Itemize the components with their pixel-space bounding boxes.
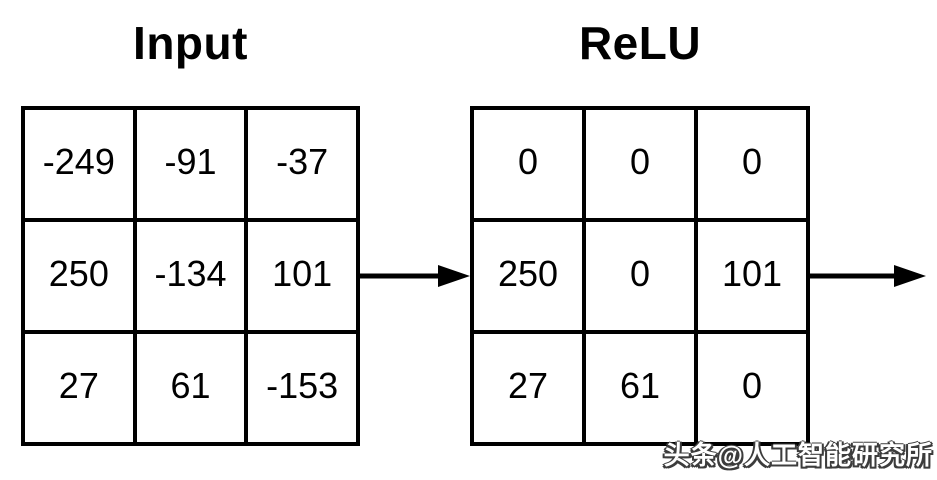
watermark: 头条@人工智能研究所 [663,440,933,470]
input-cell-2-0: 27 [23,332,135,444]
relu-cell-2-0: 27 [472,332,584,444]
input-cell-0-2: -37 [246,108,358,220]
relu-cell-2-1: 61 [584,332,696,444]
input-cell-1-2: 101 [246,220,358,332]
input-cell-0-1: -91 [134,108,247,220]
relu-cell-1-1: 0 [584,220,696,332]
arrow-right-icon [809,265,926,287]
relu-cell-2-2: 0 [696,332,808,444]
relu-cell-1-0: 250 [472,220,584,332]
relu-matrix-title: ReLU [578,17,702,69]
input-matrix-title: Input [133,17,248,69]
relu-cell-0-1: 0 [584,108,696,220]
input-cell-0-0: -249 [23,108,135,220]
input-cell-1-1: -134 [134,220,247,332]
relu-matrix: 0 0 0 250 0 101 27 61 0 [470,106,810,446]
input-cell-2-2: -153 [246,332,358,444]
input-cell-2-1: 61 [134,332,247,444]
input-cell-1-0: 250 [23,220,135,332]
relu-cell-0-2: 0 [696,108,808,220]
relu-cell-0-0: 0 [472,108,584,220]
input-matrix: -249 -91 -37 250 -134 101 27 61 -153 [21,106,360,446]
relu-cell-1-2: 101 [696,220,808,332]
arrow-right-icon [359,265,470,287]
